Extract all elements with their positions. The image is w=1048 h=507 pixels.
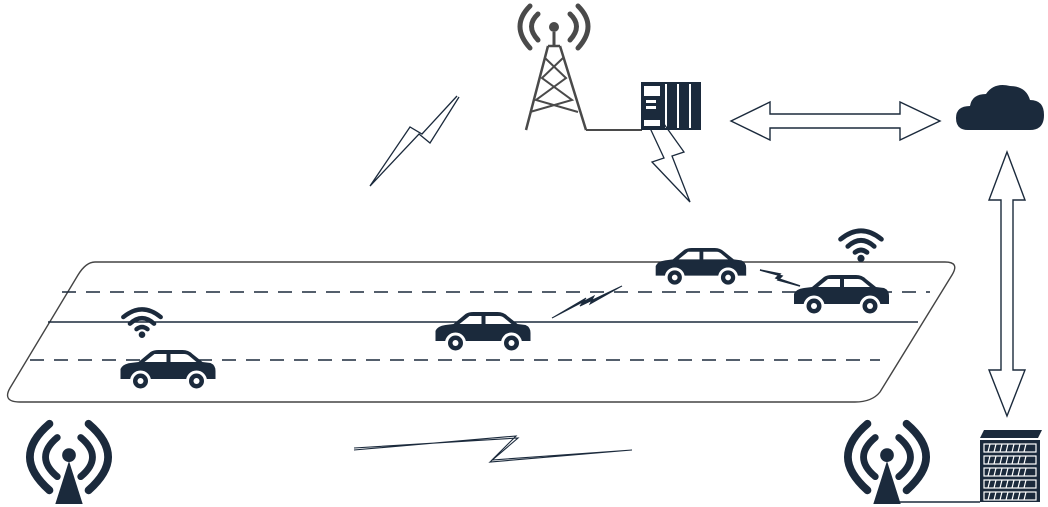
cell-tower-icon xyxy=(517,3,642,131)
wifi-icon xyxy=(841,231,882,262)
cloud-icon xyxy=(956,85,1044,130)
server-rack-icon xyxy=(641,82,701,130)
lightning-signal-icon xyxy=(759,269,801,287)
car-icon xyxy=(433,311,532,353)
server-stack-icon xyxy=(980,430,1042,502)
car-icon xyxy=(654,247,748,287)
car-icon xyxy=(118,349,217,391)
lightning-signal-icon xyxy=(353,435,633,463)
lightning-signal-icon xyxy=(649,123,691,203)
lightning-signal-icon xyxy=(551,285,623,319)
bidirectional-arrow-icon xyxy=(987,150,1027,418)
bidirectional-arrow-icon xyxy=(729,100,942,142)
car-icon xyxy=(792,274,890,316)
wifi-icon xyxy=(123,309,160,338)
broadcast-antenna-icon xyxy=(848,424,926,504)
broadcast-antenna-icon xyxy=(30,424,108,504)
lightning-signal-icon xyxy=(369,95,460,187)
